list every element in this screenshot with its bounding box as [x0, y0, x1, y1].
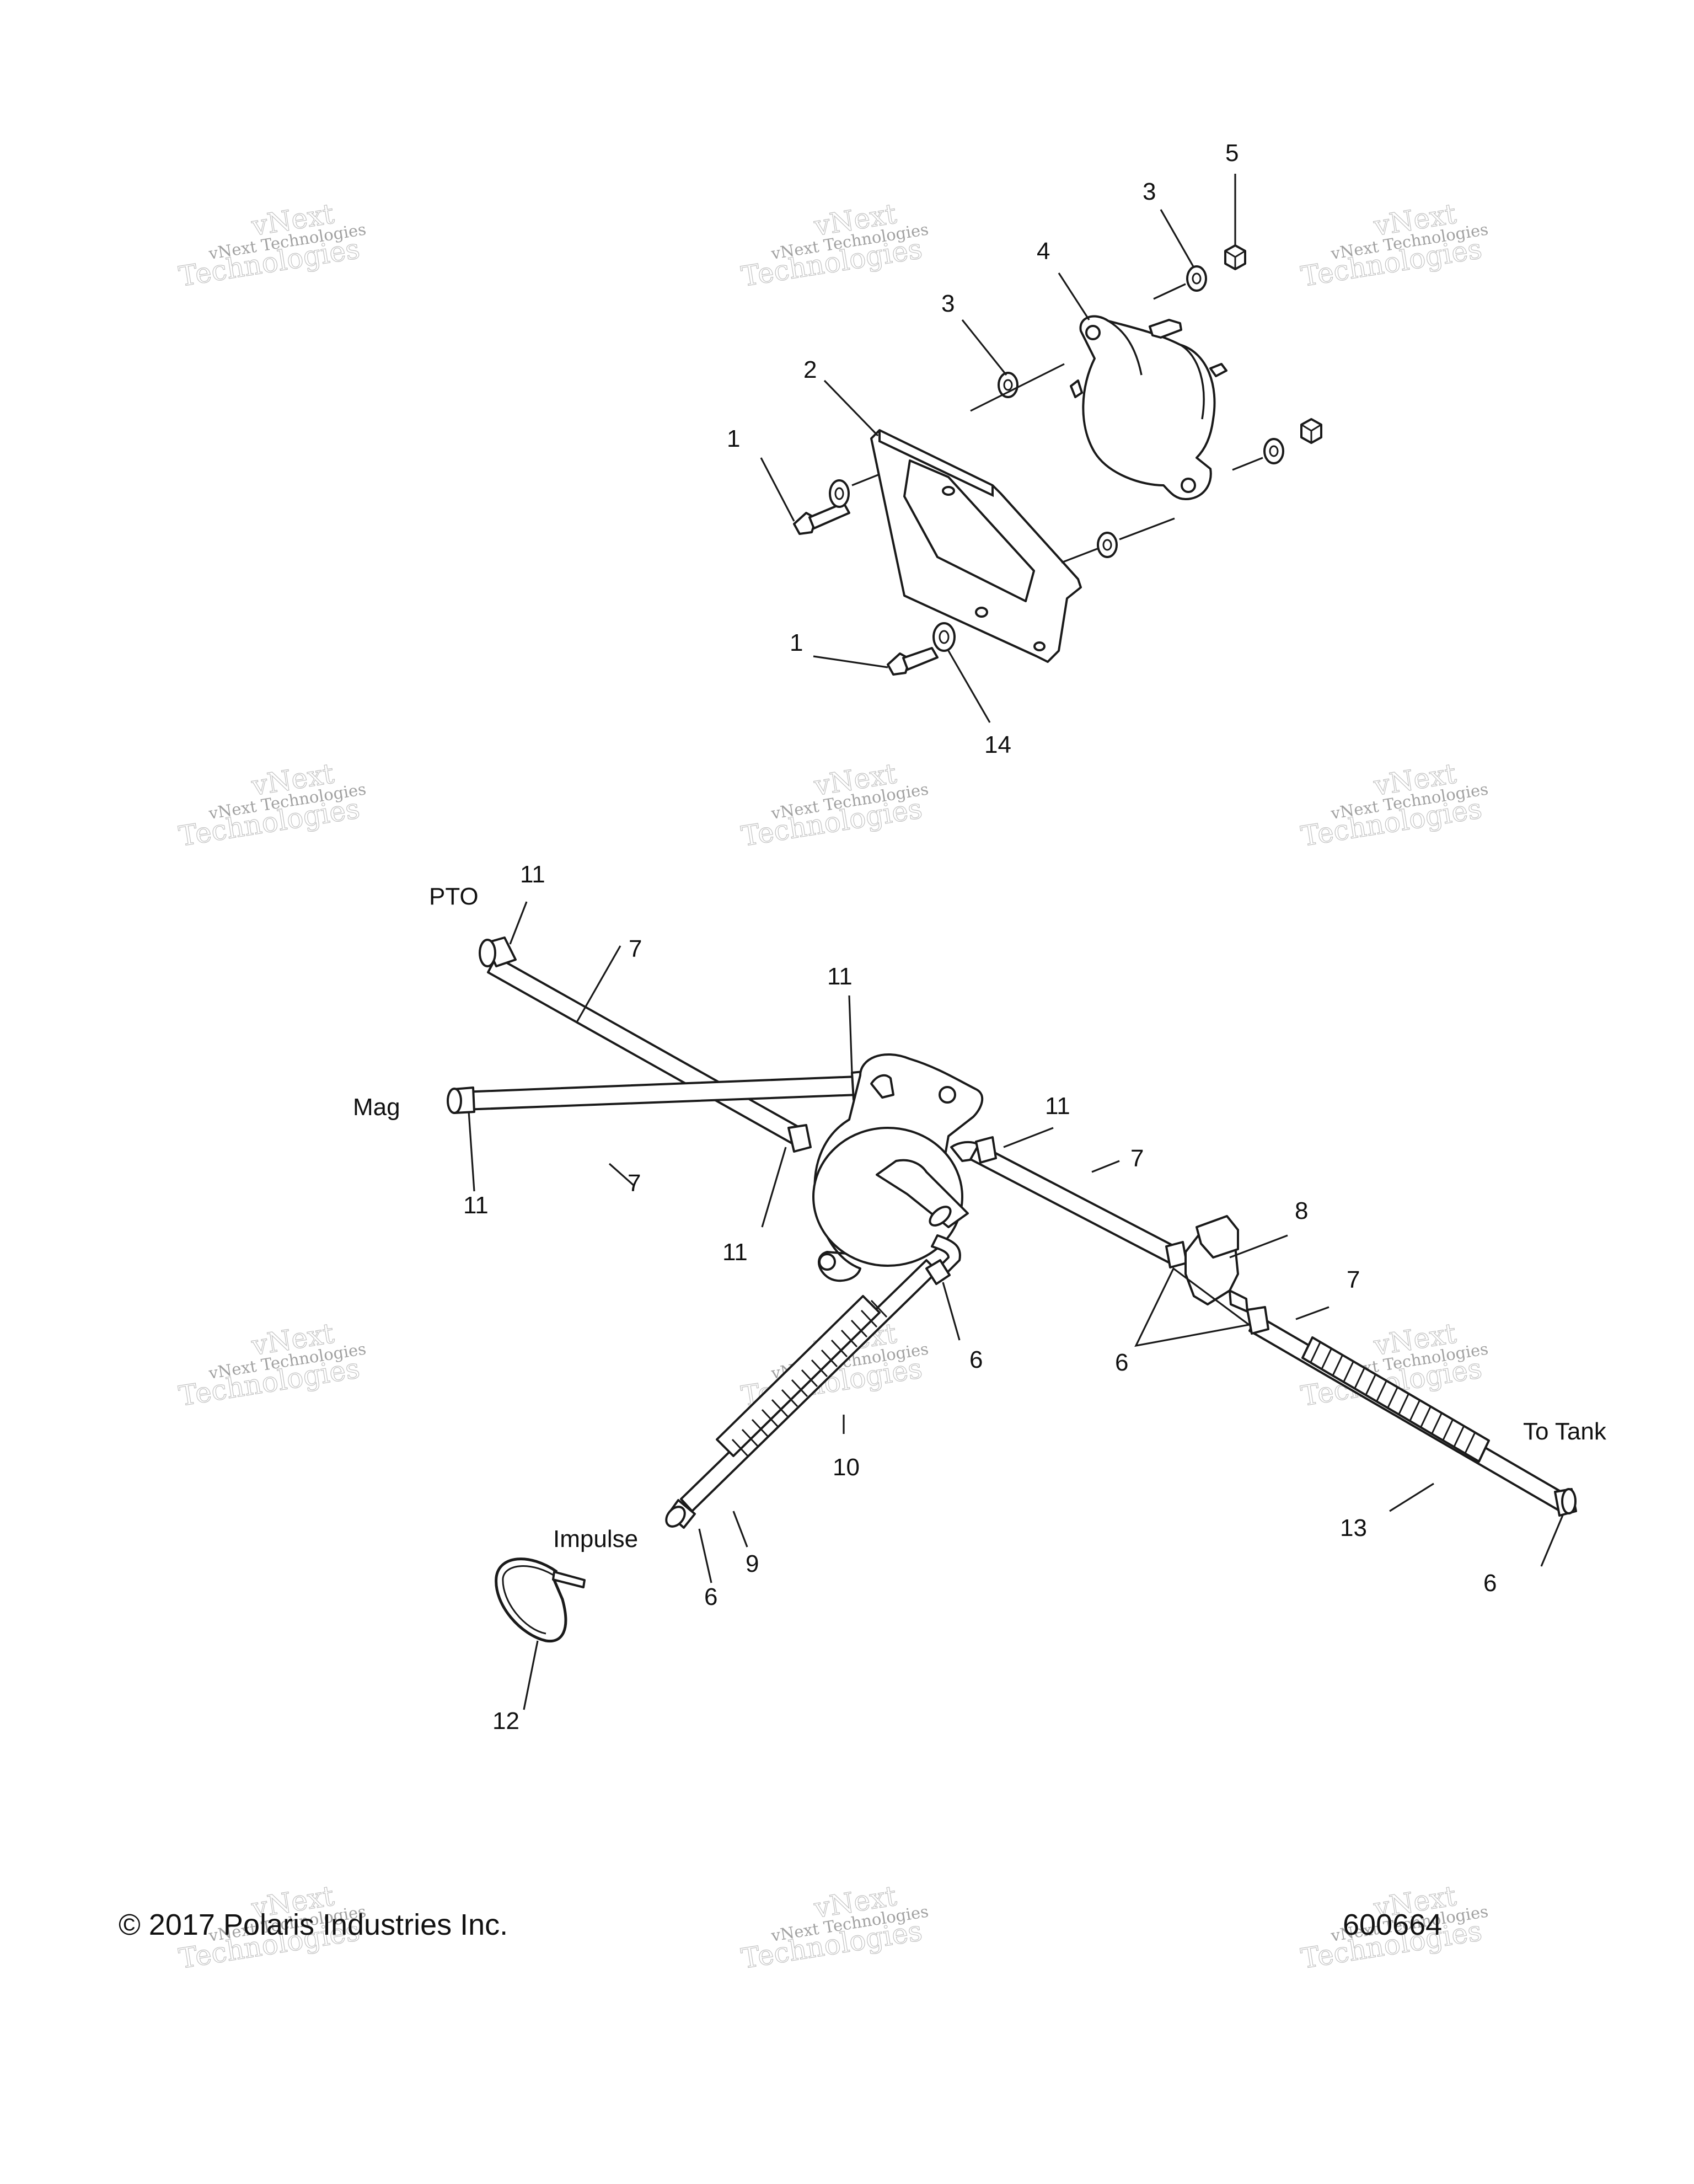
label-impulse: Impulse [553, 1525, 638, 1553]
bolt-upper [793, 502, 850, 535]
callout-2: 2 [803, 356, 817, 383]
bracket-cutout [903, 459, 1035, 602]
callout-11-pump: 11 [722, 1239, 748, 1266]
callout-4: 4 [1037, 238, 1050, 265]
callout-9: 9 [746, 1550, 759, 1577]
figure-number: 600664 [1343, 1908, 1442, 1941]
pump-body [812, 1127, 963, 1267]
bracket-hole-side [1033, 641, 1046, 651]
callout-3-lower: 3 [941, 290, 955, 317]
callout-11-top: 11 [827, 963, 853, 990]
callout-10: 10 [833, 1454, 860, 1481]
callouts: 1 1 2 3 3 4 5 14 11 11 11 11 11 7 7 7 7 … [463, 140, 1497, 1735]
label-mag: Mag [353, 1094, 400, 1121]
callout-14: 14 [984, 731, 1011, 758]
hose-to-valve [969, 1143, 1181, 1265]
fuel-pump-body [1079, 315, 1216, 500]
callout-6-tank: 6 [1483, 1570, 1497, 1597]
watermark-mid-left: Technologies vNext vNext Technologies [176, 757, 367, 853]
clamp-valve-outlet [1246, 1306, 1269, 1335]
valve-handle [1196, 1215, 1239, 1259]
label-to-tank: To Tank [1523, 1418, 1607, 1445]
watermark-mid-center: Technologies vNext vNext Technologies [739, 757, 930, 853]
callout-8: 8 [1295, 1197, 1308, 1224]
callout-7-pto: 7 [629, 935, 642, 962]
washer-14 [932, 622, 956, 652]
copyright-text: © 2017 Polaris Industries Inc. [119, 1908, 508, 1941]
callout-7-mag: 7 [628, 1170, 641, 1197]
watermark-top-left: Technologies vNext vNext Technologies [176, 197, 367, 293]
callout-11-pto: 11 [520, 861, 545, 888]
callout-3-upper: 3 [1143, 178, 1156, 205]
clamp-pump-outlet [975, 1136, 997, 1164]
clamp-mag [447, 1086, 475, 1114]
watermark-bottom-center: Technologies vNext vNext Technologies [739, 1880, 930, 1976]
hose-assembly [447, 174, 1577, 1710]
bracket-hole-top [942, 486, 955, 496]
callout-7-pump: 7 [1130, 1145, 1144, 1172]
clamp-pto-pump [787, 1124, 812, 1153]
watermark-low-left: Technologies vNext vNext Technologies [176, 1317, 367, 1413]
callout-6-pump: 6 [969, 1346, 983, 1373]
cable-tie [495, 1557, 586, 1643]
watermark-top-right: Technologies vNext vNext Technologies [1299, 197, 1489, 293]
watermark-mid-right: Technologies vNext vNext Technologies [1299, 757, 1489, 853]
watermark-top-center: Technologies vNext vNext Technologies [739, 197, 930, 293]
callout-11-mag: 11 [463, 1192, 489, 1219]
callout-13: 13 [1340, 1514, 1367, 1541]
clamp-valve-inlet [1165, 1241, 1188, 1268]
clamp-impulse-pump [925, 1259, 951, 1285]
callout-5: 5 [1225, 140, 1239, 167]
callout-12: 12 [492, 1707, 519, 1735]
washer-bottom [1097, 532, 1118, 558]
conduit-tank [1301, 1336, 1490, 1463]
bracket-hole-bottom [975, 607, 988, 618]
hose-pto [487, 956, 806, 1147]
washer-left-upper [829, 479, 850, 508]
bracket-assembly [793, 244, 1322, 676]
conduit-impulse [716, 1295, 888, 1457]
clamp-tank [1554, 1488, 1577, 1517]
callout-1-lower: 1 [790, 629, 803, 656]
washer-3-upper [1186, 265, 1207, 292]
hose-mag [462, 1075, 859, 1111]
clamp-impulse-end [665, 1499, 696, 1529]
clamp-pto [479, 936, 517, 967]
bolt-lower [887, 647, 939, 676]
location-labels: PTO Mag Impulse To Tank [353, 883, 1607, 1553]
callout-1-upper: 1 [727, 425, 740, 452]
callout-7-tank: 7 [1347, 1266, 1360, 1293]
callout-6-valve: 6 [1115, 1349, 1128, 1376]
callout-6-impulse: 6 [704, 1583, 717, 1610]
washer-3-lower [998, 372, 1018, 398]
washer-right [1263, 438, 1284, 464]
callout-11-right: 11 [1045, 1093, 1070, 1120]
label-pto: PTO [429, 883, 479, 910]
